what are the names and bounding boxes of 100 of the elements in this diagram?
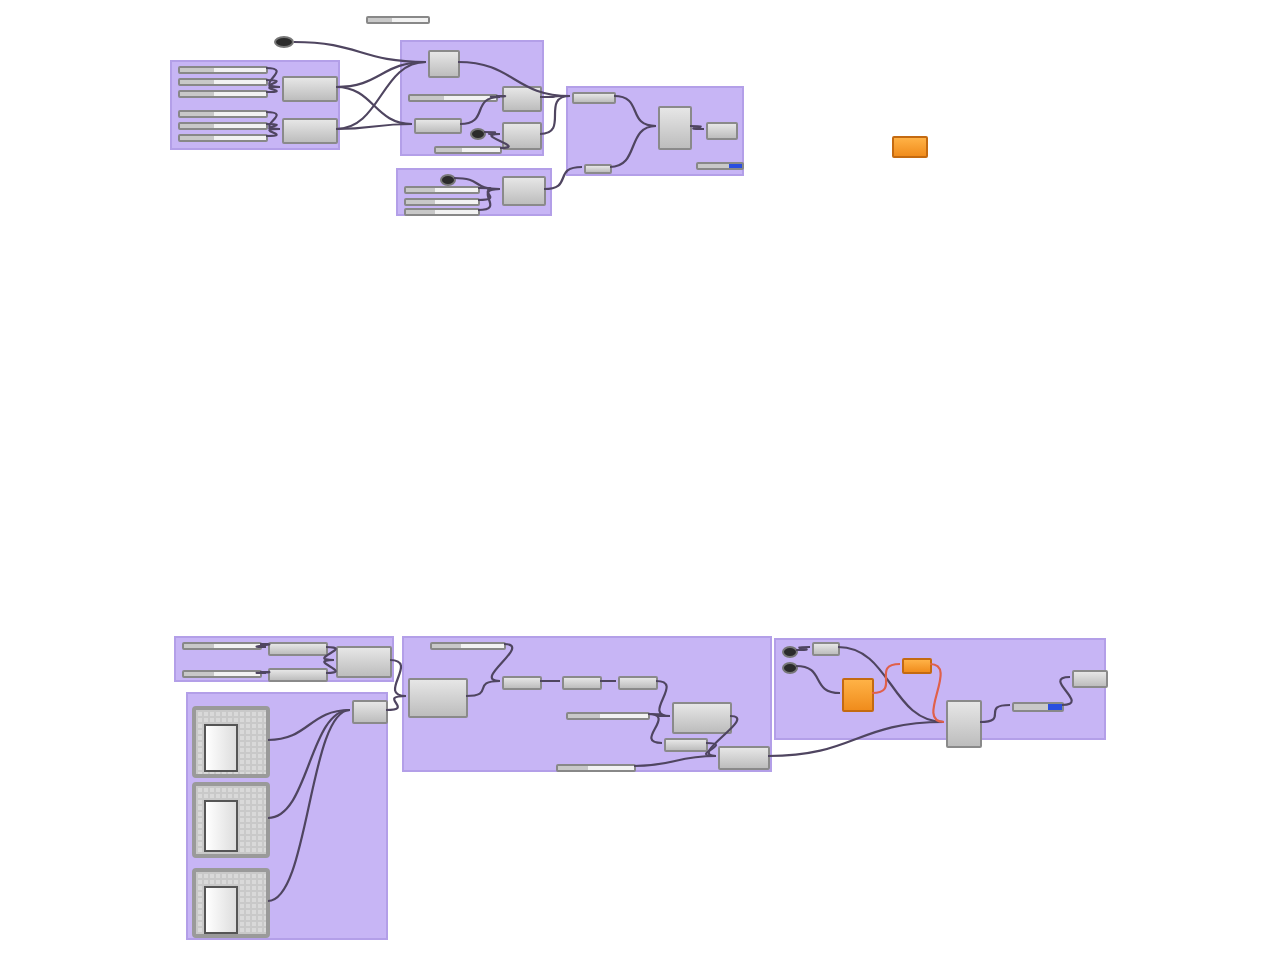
slider bbox=[178, 78, 268, 86]
component-block bbox=[812, 642, 840, 656]
wire bbox=[265, 110, 281, 131]
preview-panel bbox=[192, 782, 270, 858]
slider bbox=[434, 146, 502, 154]
slider bbox=[178, 122, 268, 130]
wire bbox=[257, 670, 269, 675]
component-block bbox=[502, 676, 542, 690]
component-block bbox=[408, 678, 468, 718]
wire bbox=[539, 94, 571, 136]
wire bbox=[265, 66, 281, 89]
slider bbox=[556, 764, 636, 772]
component-block bbox=[268, 668, 328, 682]
wire bbox=[266, 122, 280, 131]
slider bbox=[566, 712, 650, 720]
wire bbox=[256, 642, 270, 649]
component-block bbox=[282, 118, 338, 144]
wire bbox=[484, 130, 500, 136]
wire bbox=[837, 645, 945, 724]
wire bbox=[267, 708, 351, 820]
component-block bbox=[584, 164, 612, 174]
slider bbox=[178, 90, 268, 98]
wire bbox=[705, 741, 717, 758]
wire bbox=[655, 679, 671, 718]
wire bbox=[490, 642, 514, 683]
component-block bbox=[336, 646, 392, 678]
component-block bbox=[842, 678, 874, 712]
group-panel bbox=[174, 636, 394, 682]
component-block bbox=[1072, 670, 1108, 688]
component-block bbox=[428, 50, 460, 78]
wire bbox=[690, 124, 704, 131]
wire bbox=[490, 132, 510, 150]
slider bbox=[178, 134, 268, 142]
component-block bbox=[718, 746, 770, 770]
preview-panel bbox=[192, 706, 270, 778]
wire bbox=[324, 658, 336, 675]
wire bbox=[1059, 675, 1073, 707]
component-block bbox=[946, 700, 982, 748]
group-panel bbox=[566, 86, 744, 176]
wire bbox=[267, 708, 351, 742]
wire bbox=[324, 645, 336, 662]
component-block bbox=[502, 176, 546, 206]
wire bbox=[707, 714, 739, 758]
wire bbox=[543, 165, 583, 191]
slider bbox=[1012, 702, 1064, 712]
slider bbox=[182, 642, 262, 650]
wire bbox=[265, 127, 281, 138]
slider bbox=[430, 642, 506, 650]
wire bbox=[477, 187, 501, 212]
preview-panel bbox=[192, 868, 270, 938]
component-block bbox=[352, 700, 388, 724]
wire bbox=[871, 662, 901, 695]
wire bbox=[540, 94, 570, 99]
wire bbox=[385, 694, 407, 712]
wire bbox=[647, 712, 663, 745]
wire bbox=[336, 122, 412, 131]
wire bbox=[633, 754, 717, 768]
slider bbox=[404, 198, 480, 206]
component-block bbox=[562, 676, 602, 690]
parameter-dot bbox=[782, 646, 798, 658]
component-block bbox=[268, 642, 328, 656]
wire bbox=[389, 658, 407, 698]
group-panel bbox=[400, 40, 544, 156]
wire bbox=[648, 712, 670, 718]
wire bbox=[335, 60, 427, 131]
component-block bbox=[414, 118, 462, 134]
component-block bbox=[502, 86, 542, 112]
wire bbox=[465, 679, 501, 698]
component-block bbox=[618, 676, 658, 690]
component-block bbox=[664, 738, 708, 752]
wire bbox=[491, 94, 505, 99]
slider bbox=[696, 162, 744, 170]
parameter-dot bbox=[274, 36, 294, 48]
parameter-dot bbox=[470, 128, 486, 140]
wire bbox=[267, 708, 351, 903]
component-block bbox=[892, 136, 928, 158]
parameter-dot bbox=[782, 662, 798, 674]
slider bbox=[404, 186, 480, 194]
wire bbox=[459, 95, 501, 126]
wire bbox=[540, 679, 560, 683]
group-panel bbox=[186, 692, 388, 940]
component-block bbox=[282, 76, 338, 102]
wire bbox=[929, 662, 945, 724]
parameter-dot bbox=[440, 174, 456, 186]
wire bbox=[613, 94, 657, 128]
wire bbox=[265, 78, 281, 89]
wire bbox=[979, 703, 1011, 724]
slider bbox=[366, 16, 430, 24]
slider bbox=[182, 670, 262, 678]
group-panel bbox=[170, 60, 340, 150]
component-block bbox=[572, 92, 616, 104]
component-block bbox=[658, 106, 692, 150]
group-panel bbox=[396, 168, 552, 216]
slider bbox=[178, 66, 268, 74]
slider bbox=[178, 110, 268, 118]
wire bbox=[266, 85, 280, 94]
group-panel bbox=[402, 636, 772, 772]
component-block bbox=[672, 702, 732, 734]
wire bbox=[796, 645, 810, 652]
component-block bbox=[502, 122, 542, 150]
